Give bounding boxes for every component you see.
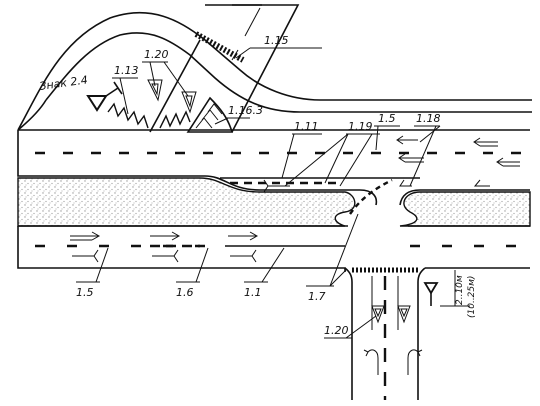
label-1-5-bottom: 1.5 (76, 286, 94, 299)
yield-sign-icon (86, 81, 123, 112)
label-sign-2-4: Знак 2.4 (39, 73, 89, 93)
label-1-16-3: 1.16.3 (228, 104, 263, 117)
label-distance-1: 2..10м (455, 275, 465, 305)
label-1-13: 1.13 (114, 64, 139, 77)
label-1-11: 1.11 (294, 120, 319, 133)
label-1-19: 1.19 (348, 120, 373, 133)
crossing-marking-1-15 (194, 31, 322, 63)
shark-teeth-1-13 (107, 102, 191, 129)
label-1-6: 1.6 (176, 286, 194, 299)
label-1-18: 1.18 (416, 112, 441, 125)
chevron-island-1-16-3 (186, 96, 234, 133)
turn-guideline-1-7 (349, 178, 393, 215)
label-1-5-top: 1.5 (378, 112, 396, 125)
label-1-15: 1.15 (264, 34, 289, 47)
label-1-20-top: 1.20 (144, 48, 169, 61)
upper-carriageway (17, 129, 530, 206)
label-1-1: 1.1 (244, 286, 262, 299)
median-strip (17, 177, 531, 227)
label-1-20-bottom: 1.20 (324, 324, 349, 337)
label-distance-2: (10..25м) (467, 276, 477, 318)
side-road (344, 267, 470, 400)
leader-lines (76, 61, 441, 339)
lower-carriageway (17, 225, 530, 272)
label-1-7: 1.7 (308, 290, 326, 303)
top-ramp (17, 4, 532, 133)
